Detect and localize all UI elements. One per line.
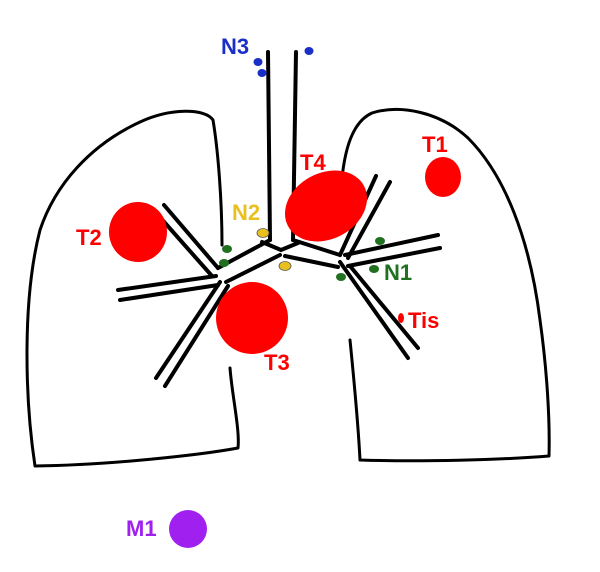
label-n2: N2 (232, 200, 260, 225)
tumor-t1 (425, 157, 461, 197)
label-n3: N3 (221, 34, 249, 59)
right-main-bronchus-lower (283, 254, 340, 269)
node-n1-3 (375, 237, 385, 245)
trachea-left-wall (266, 50, 272, 242)
left-upper-branch-a (162, 203, 220, 270)
tumor-t2 (109, 202, 167, 262)
left-main-bronchus-lower (224, 253, 282, 284)
right-horizontal-branch-a (343, 233, 440, 257)
metastasis-m1 (169, 510, 207, 548)
watermark: 知乎 @法迈新媒体 (440, 538, 573, 557)
node-n1-4 (369, 265, 379, 273)
label-t4: T4 (300, 150, 326, 175)
node-n3-3 (304, 47, 314, 55)
right-lower-branch-a (338, 260, 410, 360)
node-n2-2 (278, 261, 292, 271)
right-upper-branch-b (346, 180, 392, 260)
left-horizontal-branch-b (118, 283, 220, 302)
node-n3-1 (253, 58, 263, 66)
right-main-bronchus-upper (291, 238, 342, 257)
left-lower-branch-b (163, 284, 230, 388)
tumor-t4 (284, 170, 368, 242)
right-horizontal-branch-b (346, 246, 442, 268)
node-n1-5 (336, 273, 346, 281)
node-n3-2 (257, 69, 267, 77)
left-horizontal-branch-a (116, 274, 218, 292)
right-lung-outline (340, 107, 551, 463)
label-tis: Tis (408, 308, 439, 333)
label-t1: T1 (422, 132, 448, 157)
left-upper-branch-b (156, 213, 214, 278)
left-lung-outline (25, 109, 240, 468)
node-n2-1 (256, 228, 270, 238)
tumor-t3 (216, 282, 288, 354)
label-m1: M1 (126, 516, 157, 541)
label-t3: T3 (264, 350, 290, 375)
label-n1: N1 (384, 260, 412, 285)
node-n1-1 (222, 245, 232, 253)
left-lower-branch-a (154, 280, 222, 380)
label-t2: T2 (76, 225, 102, 250)
right-lower-branch-b (348, 264, 420, 350)
node-n1-2 (219, 259, 229, 267)
tumor-tis (398, 313, 404, 323)
